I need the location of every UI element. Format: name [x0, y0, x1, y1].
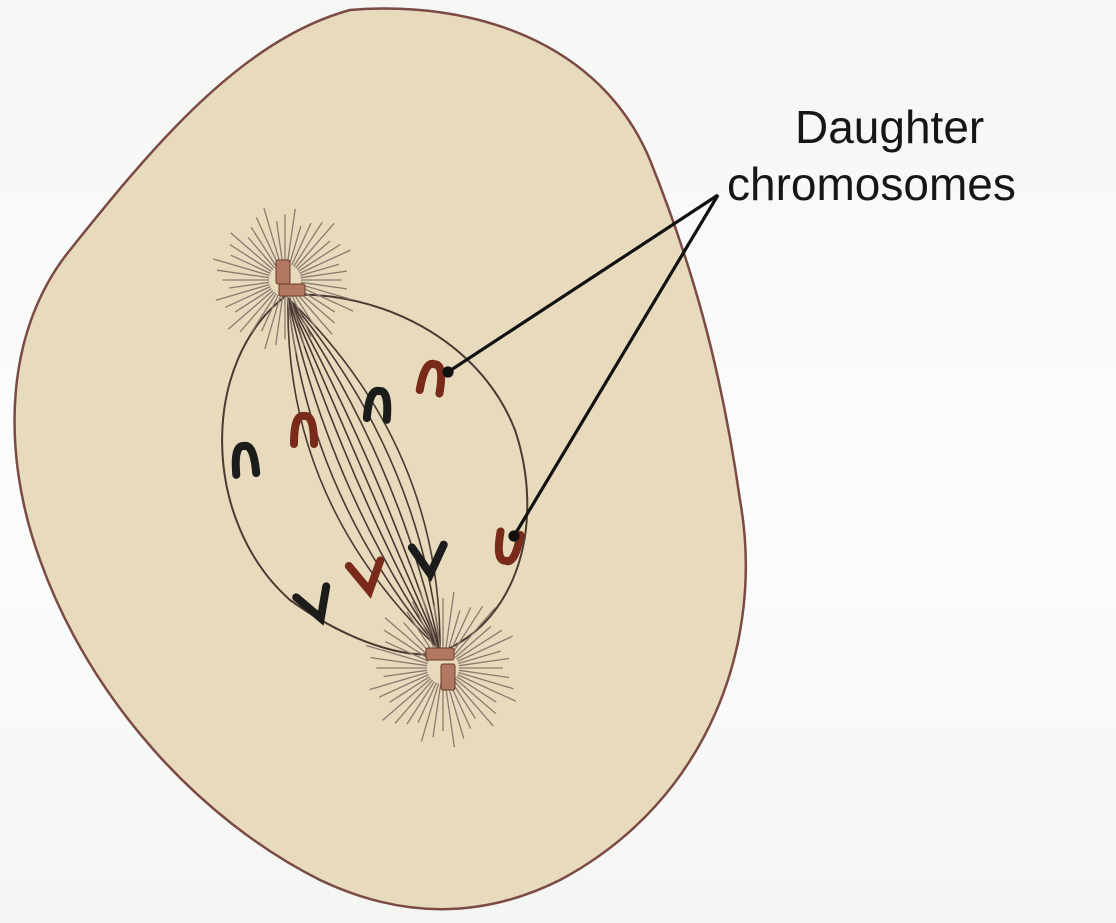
leader-dot-upper — [444, 368, 452, 376]
leader-dot-lower — [510, 532, 518, 540]
label-line-1: Daughter — [795, 101, 984, 153]
label-line-2: chromosomes — [727, 158, 1016, 210]
cell-body — [15, 9, 746, 910]
daughter-chromosomes-label: Daughter chromosomes — [727, 101, 1016, 210]
